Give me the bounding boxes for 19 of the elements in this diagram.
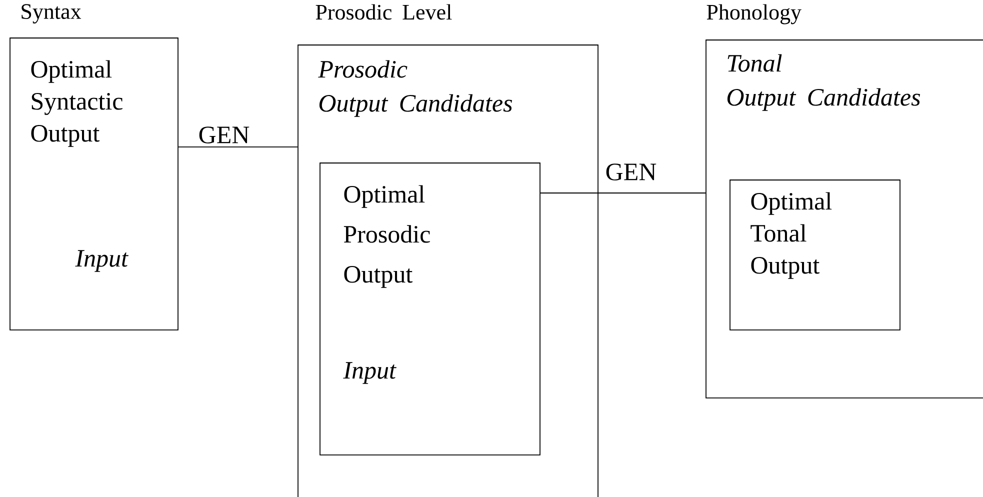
box bbox=[730, 180, 900, 330]
heading: Phonology bbox=[706, 4, 802, 24]
heading: Syntax bbox=[22, 4, 82, 24]
box bbox=[10, 4, 178, 330]
box bbox=[298, 4, 598, 497]
connector-line bbox=[178, 146, 298, 148]
box-text: Tonal Output Candidates bbox=[727, 54, 920, 111]
heading: Prosodic Level bbox=[316, 4, 452, 20]
edge-label: GEN bbox=[199, 126, 250, 144]
box bbox=[706, 4, 983, 398]
box-text: Optimal Syntactic Output bbox=[31, 60, 122, 147]
box bbox=[320, 162, 540, 456]
box-text: Prosodic Output Candidates bbox=[318, 60, 512, 117]
box-text: Input bbox=[343, 362, 396, 384]
edge-label: GEN bbox=[606, 164, 656, 180]
box-text: Optimal Prosodic Output bbox=[344, 185, 430, 288]
box-text: Input bbox=[75, 250, 128, 272]
connector-line bbox=[540, 192, 706, 194]
box-text: Optimal Tonal Output bbox=[750, 192, 832, 279]
